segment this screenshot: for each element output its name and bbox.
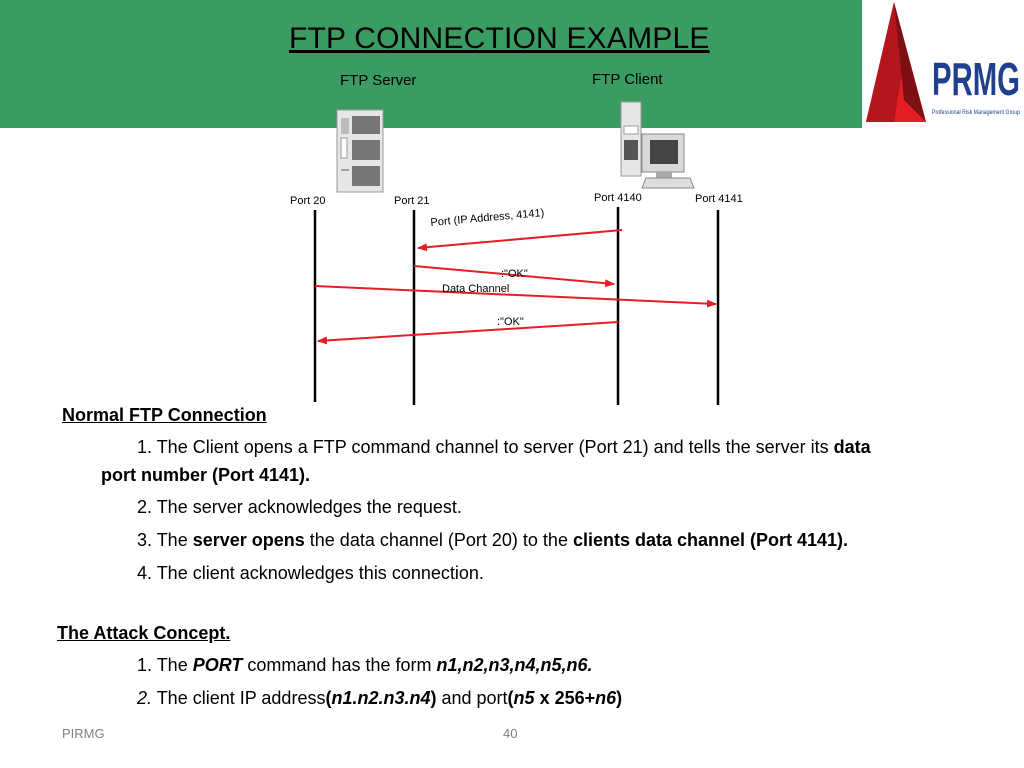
- msg-ok-arrow: [413, 265, 615, 288]
- slide-title: FTP CONNECTION EXAMPLE: [289, 22, 710, 55]
- svg-text:PRMG: PRMG: [932, 53, 1020, 105]
- server-icon: [336, 109, 384, 193]
- attack-step-1: 1. The PORT command has the form n1,n2,n…: [137, 655, 593, 675]
- attack-step-2: 2. The client IP address(n1.n2.n3.n4) an…: [137, 688, 623, 708]
- ftp-client-label: FTP Client: [592, 71, 663, 88]
- port-21-label: Port 21: [394, 195, 430, 207]
- client-computer-icon: [620, 101, 695, 189]
- msg-port-arrow: [417, 229, 623, 252]
- ftp-server-label: FTP Server: [340, 72, 417, 89]
- msg-ok-label-2: :"OK": [497, 316, 524, 328]
- footer-org: PIRMG: [62, 726, 105, 741]
- ftp-sequence-diagram: [313, 101, 720, 405]
- msg-ok-arrow-2: [317, 321, 619, 345]
- prmg-logo: PRMG Professional Risk Management Group: [866, 2, 1021, 122]
- normal-step-1-cont: port number (Port 4141).: [101, 465, 311, 485]
- port-20-label: Port 20: [290, 195, 326, 207]
- data-channel-arrow: [314, 285, 717, 308]
- svg-text:Professional Risk Management G: Professional Risk Management Group: [932, 110, 1021, 116]
- data-channel-label: Data Channel: [442, 283, 510, 295]
- normal-step-2: 2. The server acknowledges the request.: [137, 497, 462, 517]
- attack-heading: The Attack Concept.: [57, 623, 231, 643]
- header-band: [0, 0, 862, 128]
- normal-step-1: 1. The Client opens a FTP command channe…: [137, 437, 871, 457]
- port-4141-label: Port 4141: [695, 193, 743, 205]
- normal-step-3: 3. The server opens the data channel (Po…: [137, 530, 849, 550]
- normal-step-4: 4. The client acknowledges this connecti…: [137, 563, 484, 583]
- msg-ok-label: :"OK": [501, 268, 528, 280]
- port-4140-label: Port 4140: [594, 192, 642, 204]
- normal-heading: Normal FTP Connection: [62, 405, 267, 425]
- page-number: 40: [503, 726, 518, 741]
